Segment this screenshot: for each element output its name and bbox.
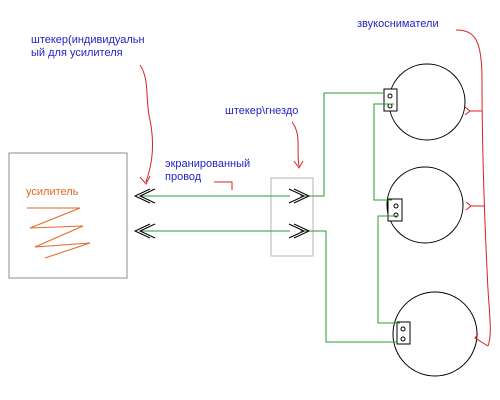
pickup-2-terminal bbox=[387, 198, 403, 222]
annotation-arrows bbox=[139, 29, 491, 347]
pickup-3-terminal bbox=[396, 321, 411, 345]
label-plug-socket: штекер\гнездо bbox=[225, 105, 299, 117]
label-plug-individual: штекер(индивидуальн ый для усилителя bbox=[31, 34, 145, 59]
amplifier-scribble bbox=[27, 207, 91, 259]
amplifier-box bbox=[8, 152, 128, 279]
label-amplifier: усилитель bbox=[26, 186, 79, 198]
wiring bbox=[141, 92, 400, 343]
connector-box bbox=[270, 177, 314, 257]
pickup-2 bbox=[386, 166, 464, 244]
label-shielded-wire: экранированный провод bbox=[165, 158, 251, 183]
pickup-3 bbox=[392, 291, 478, 377]
pickup-1 bbox=[388, 63, 466, 141]
pickup-1-terminal bbox=[383, 88, 398, 112]
plug-chevrons bbox=[133, 188, 311, 239]
label-pickups: звукосниматели bbox=[357, 18, 439, 30]
